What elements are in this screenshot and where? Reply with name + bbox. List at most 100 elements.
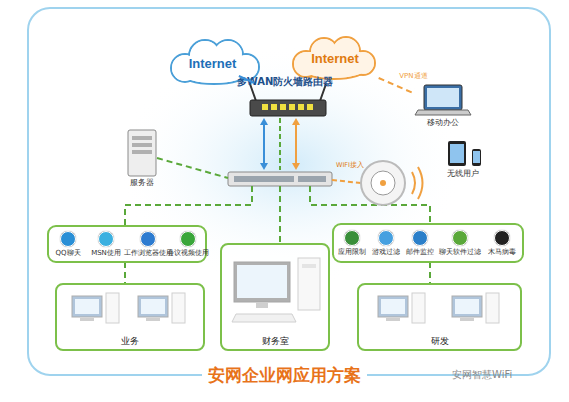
- mobile-symbol: [448, 141, 466, 166]
- outer-frame: [28, 8, 550, 375]
- mobile-symbol: [448, 141, 481, 166]
- node-label: 会议视频使用: [167, 249, 209, 257]
- node-label: QQ聊天: [55, 249, 80, 257]
- department-box: 财务室: [220, 243, 330, 351]
- cloud-shape-orange: [294, 38, 374, 78]
- device-node: 无线用户: [430, 139, 496, 181]
- router-device: [262, 104, 268, 110]
- lan-wires: [124, 262, 126, 283]
- mobile-symbol: [472, 149, 481, 166]
- access-point-symbol: [412, 172, 415, 194]
- node-label: 服务器: [130, 178, 154, 187]
- switch-device: [298, 176, 326, 182]
- feature-icon: 应用限制: [335, 226, 369, 260]
- node-label: 研发: [431, 336, 449, 346]
- lan-wires: [279, 186, 281, 243]
- uplink-arrows: [260, 118, 268, 125]
- title-text: 安网企业网应用方案: [202, 364, 367, 387]
- icon-symbol: [344, 230, 360, 246]
- wire-label: WIFI接入: [336, 161, 364, 170]
- feature-icon: 游戏过滤: [369, 226, 403, 260]
- icon-symbol: [412, 230, 428, 246]
- switch-device: [228, 172, 332, 186]
- node-label: 木马病毒: [488, 248, 516, 256]
- device-node: 移动办公: [412, 82, 474, 130]
- wifi-wire: [332, 180, 361, 183]
- lan-wires: [157, 158, 228, 178]
- uplink-arrows: [292, 118, 300, 125]
- icon-symbol: [140, 231, 156, 247]
- cloud-shape-orange: [293, 37, 375, 79]
- server-symbol: [128, 130, 156, 176]
- router-device: [250, 100, 326, 116]
- feature-icon: MSN使用: [87, 227, 125, 261]
- node-label: 聊天软件过滤: [439, 248, 481, 256]
- uplink-arrows: [260, 163, 268, 170]
- router-device: [271, 104, 277, 110]
- node-label: 应用限制: [338, 248, 366, 256]
- uplink-arrows: [260, 118, 300, 170]
- node-label: MSN使用: [91, 249, 121, 257]
- uplink-arrows: [292, 163, 300, 170]
- feature-icon: 会议视频使用: [171, 227, 205, 261]
- node-label: 移动办公: [427, 118, 459, 127]
- server-symbol: [128, 130, 156, 176]
- switch-device: [228, 172, 332, 186]
- node-label: Internet: [311, 52, 359, 67]
- feature-icon: 邮件监控: [403, 226, 437, 260]
- router-node: 多WAN防火墙路由器: [215, 76, 355, 118]
- department-box: 业务: [55, 283, 205, 351]
- icon-symbol: [60, 231, 76, 247]
- server-symbol: [132, 136, 152, 140]
- cloud-node: Internet: [290, 40, 380, 78]
- node-label: 游戏过滤: [372, 248, 400, 256]
- feature-icon: QQ聊天: [49, 227, 87, 261]
- department-box: 研发: [357, 283, 522, 351]
- switch-device: [234, 176, 294, 182]
- feature-icon: 工作浏览器使用: [125, 227, 171, 261]
- server-symbol: [132, 150, 152, 154]
- lan-wires: [429, 262, 431, 283]
- laptop-symbol: [427, 88, 459, 107]
- cloud-shape-orange: [293, 37, 375, 79]
- node-label: 多WAN防火墙路由器: [237, 76, 334, 88]
- feature-box: [333, 224, 523, 262]
- feature-icon: 聊天软件过滤: [437, 226, 483, 260]
- laptop-symbol: [424, 85, 462, 110]
- feature-icon: 木马病毒: [483, 226, 521, 260]
- router-device: [280, 104, 286, 110]
- node-label: Internet: [189, 57, 237, 72]
- cloud-shape-blue: [188, 56, 243, 78]
- uplink-arrows: [263, 122, 265, 166]
- icon-symbol: [452, 230, 468, 246]
- icon-symbol: [378, 230, 394, 246]
- device-node: 服务器: [118, 128, 166, 190]
- laptop-symbol: [415, 110, 471, 115]
- node-label: 工作浏览器使用: [124, 249, 173, 257]
- router-device: [289, 104, 295, 110]
- access-point-symbol: [371, 171, 395, 195]
- edge-label: VPN通道: [399, 71, 427, 81]
- node-label: 邮件监控: [406, 248, 434, 256]
- router-device: [298, 104, 304, 110]
- uplink-arrows: [279, 118, 281, 170]
- uplink-arrows: [295, 122, 297, 166]
- laptop-symbol: [415, 85, 471, 115]
- access-point-symbol: [361, 161, 423, 205]
- access-point-symbol: [380, 180, 386, 186]
- access-point-symbol: [418, 167, 423, 199]
- icon-symbol: [494, 230, 510, 246]
- node-label: 业务: [121, 336, 139, 346]
- cloud-shape-orange: [308, 52, 360, 74]
- watermark: 安网智慧WiFi: [452, 368, 512, 382]
- lan-wires: [125, 186, 252, 226]
- icon-symbol: [180, 231, 196, 247]
- mobile-symbol: [473, 151, 480, 163]
- access-point-symbol: [361, 161, 405, 205]
- node-label: 无线用户: [447, 169, 479, 178]
- router-device: [307, 104, 313, 110]
- server-symbol: [132, 143, 152, 147]
- node-label: 财务室: [262, 336, 289, 346]
- mobile-symbol: [450, 144, 464, 163]
